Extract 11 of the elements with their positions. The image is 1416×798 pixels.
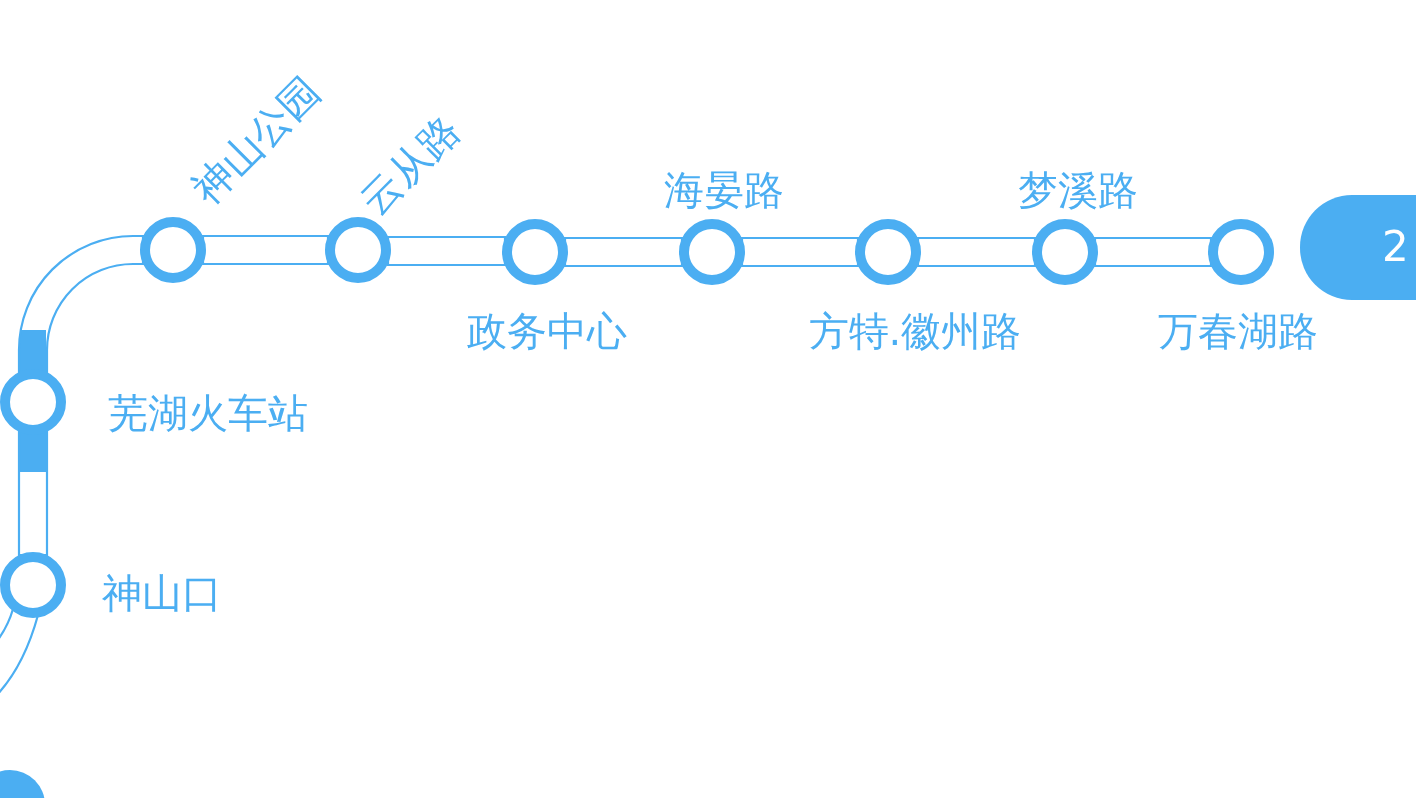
track-line [17, 234, 145, 374]
station-name: 政务中心 [467, 311, 627, 351]
station-name: 云从路 [353, 108, 467, 222]
station-name: 海晏路 [664, 170, 784, 210]
station-name: 神山公园 [185, 69, 327, 211]
station-name: 神山口 [102, 573, 222, 613]
line-number: 2 [1382, 226, 1409, 268]
station-name: 芜湖火车站 [108, 393, 308, 433]
station-name: 梦溪路 [1018, 170, 1138, 210]
station-name: 万春湖路 [1158, 311, 1318, 351]
station-name: 方特.徽州路 [808, 311, 1022, 351]
